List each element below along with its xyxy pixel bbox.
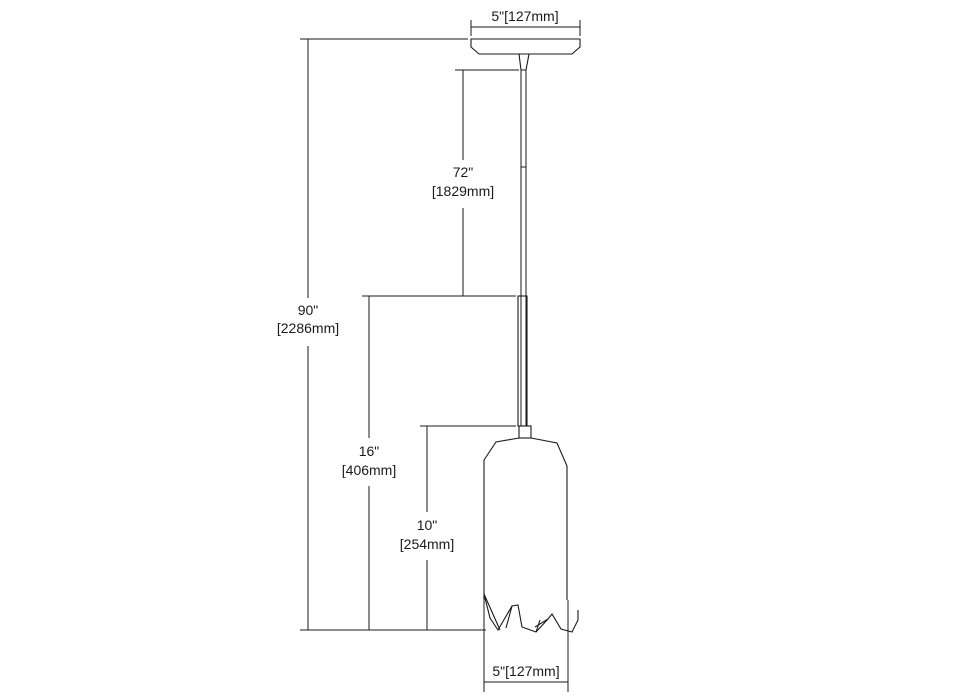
stem	[517, 295, 528, 427]
shade-width-label: 5"[127mm]	[492, 663, 559, 679]
socket-cap	[518, 425, 532, 439]
shade-height-imperial: 10"	[417, 517, 438, 533]
cord-length-dimension: 72" [1829mm]	[432, 69, 519, 296]
overall-height-imperial: 90"	[298, 302, 319, 318]
canopy-width-label: 5"[127mm]	[491, 8, 558, 24]
cord	[520, 70, 527, 296]
canopy	[470, 38, 581, 55]
fixture-height-imperial: 16"	[359, 443, 380, 459]
cord-length-imperial: 72"	[453, 164, 474, 180]
fixture-height-dimension: 16" [406mm]	[342, 295, 516, 630]
cord-length-metric: [1829mm]	[432, 183, 494, 199]
shade	[483, 437, 579, 633]
shade-width-dimension: 5"[127mm]	[483, 600, 569, 692]
shade-height-metric: [254mm]	[400, 536, 454, 552]
overall-height-metric: [2286mm]	[277, 320, 339, 336]
canopy-width-dimension: 5"[127mm]	[470, 8, 581, 36]
overall-height-dimension: 90" [2286mm]	[277, 38, 486, 631]
canopy-neck	[518, 53, 530, 71]
shade-height-dimension: 10" [254mm]	[400, 425, 516, 630]
fixture-height-metric: [406mm]	[342, 462, 396, 478]
